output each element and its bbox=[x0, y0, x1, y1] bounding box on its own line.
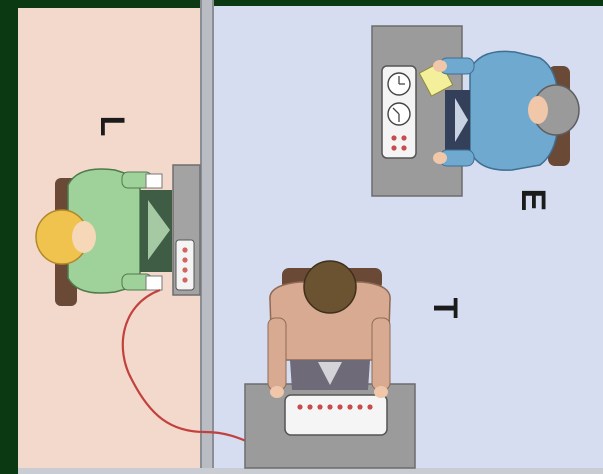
learner-label: L bbox=[93, 116, 131, 137]
shock-generator bbox=[285, 395, 387, 435]
teacher-label: T bbox=[426, 298, 464, 319]
learner-figure bbox=[36, 165, 200, 306]
experimenter-label: E bbox=[514, 189, 552, 212]
dividing-wall bbox=[200, 0, 214, 474]
